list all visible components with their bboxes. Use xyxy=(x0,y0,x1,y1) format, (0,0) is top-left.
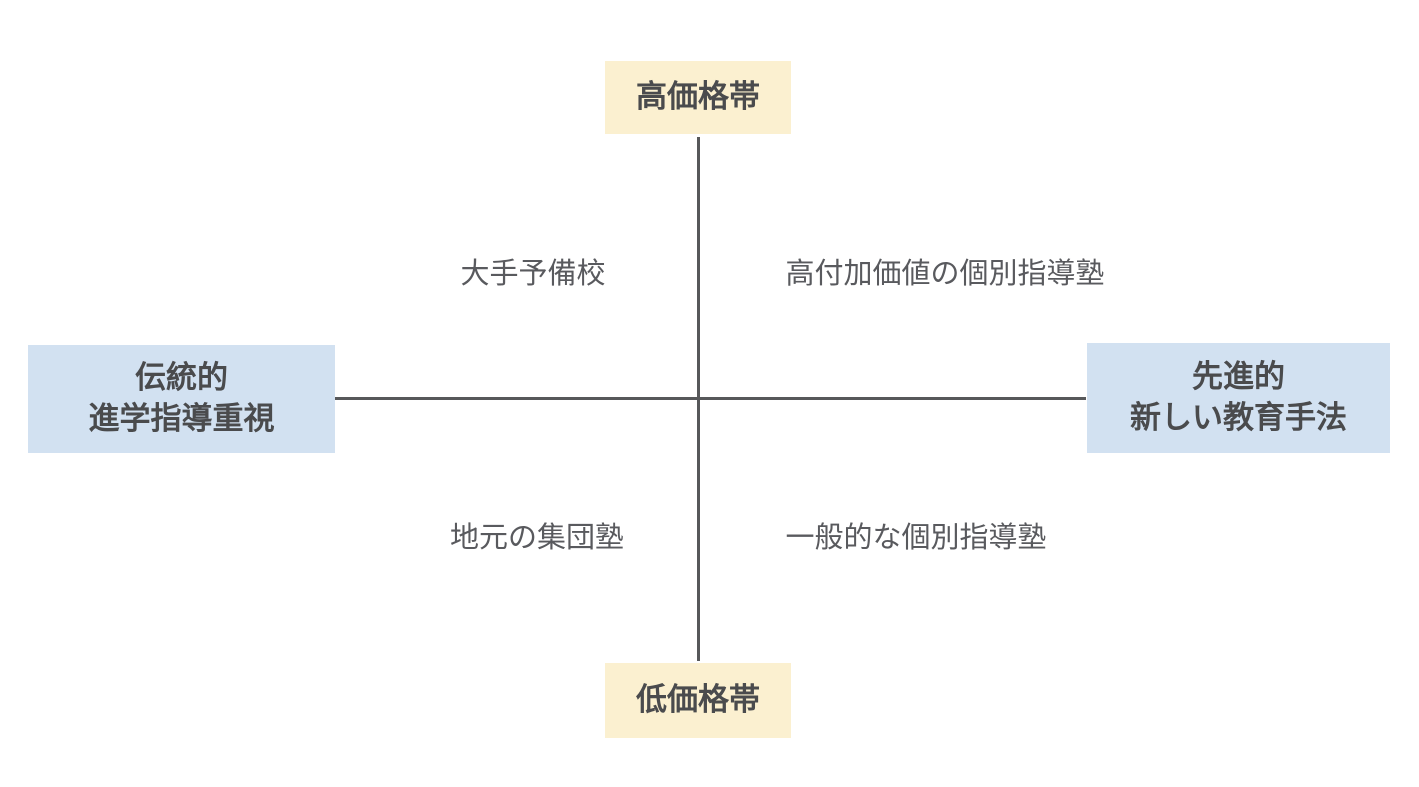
axis-label-top-text: 高価格帯 xyxy=(636,79,760,116)
axis-label-top: 高価格帯 xyxy=(605,61,791,134)
quadrant-item-top-left: 大手予備校 xyxy=(460,256,606,290)
quadrant-item-top-right: 高付加価値の個別指導塾 xyxy=(785,256,1105,290)
quadrant-item-bottom-right: 一般的な個別指導塾 xyxy=(785,520,1047,554)
axis-label-right-line1: 先進的 xyxy=(1192,359,1285,396)
axis-label-left-line1: 伝統的 xyxy=(135,360,228,397)
axis-label-left-line2: 進学指導重視 xyxy=(88,401,275,437)
axis-label-right-line2: 新しい教育手法 xyxy=(1130,400,1347,436)
horizontal-axis-line xyxy=(335,397,1086,400)
axis-label-bottom: 低価格帯 xyxy=(605,663,791,738)
axis-label-right: 先進的 新しい教育手法 xyxy=(1087,343,1390,453)
axis-label-left: 伝統的 進学指導重視 xyxy=(28,345,335,453)
axis-label-bottom-text: 低価格帯 xyxy=(636,682,760,719)
quadrant-item-bottom-left: 地元の集団塾 xyxy=(449,520,625,554)
